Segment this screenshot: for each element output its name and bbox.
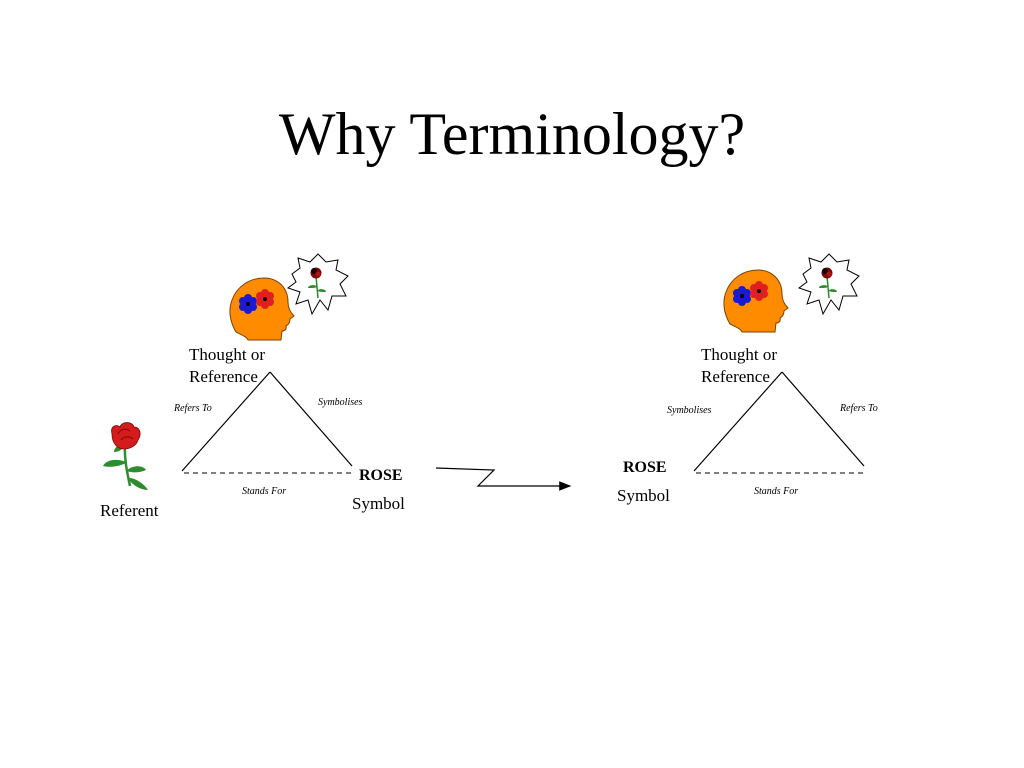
referent-caption: Referent bbox=[100, 501, 159, 520]
left-edge-label-symbolises: Symbolises bbox=[318, 397, 363, 408]
right-apex-label-line1: Thought or bbox=[701, 345, 778, 364]
slide-title: Why Terminology? bbox=[278, 101, 746, 167]
right-symbol-caption: Symbol bbox=[617, 486, 670, 505]
left-apex-label-line2: Reference bbox=[189, 367, 258, 386]
right-thought-bubble-icon bbox=[798, 253, 860, 315]
right-head-icon bbox=[723, 269, 789, 333]
left-apex-label-line1: Thought or bbox=[189, 345, 266, 364]
left-triangle-right-edge bbox=[269, 371, 353, 467]
right-triangle-left-edge bbox=[693, 371, 783, 472]
left-triangle-left-edge bbox=[181, 371, 271, 472]
right-edge-label-refers-to: Refers To bbox=[840, 403, 878, 414]
left-base-label-stands-for: Stands For bbox=[242, 486, 287, 497]
left-edge-label-refers-to: Refers To bbox=[174, 403, 212, 414]
left-thought-bubble-icon bbox=[287, 253, 349, 315]
right-triangle-right-edge bbox=[781, 371, 865, 467]
right-symbol-word: ROSE bbox=[623, 459, 667, 476]
zigzag-arrow bbox=[435, 467, 572, 491]
right-edge-label-symbolises: Symbolises bbox=[667, 405, 712, 416]
red-rose-icon bbox=[103, 422, 148, 490]
right-apex-label-line2: Reference bbox=[701, 367, 770, 386]
right-base-label-stands-for: Stands For bbox=[754, 486, 799, 497]
left-head-icon bbox=[229, 277, 295, 341]
left-symbol-word: ROSE bbox=[359, 467, 403, 484]
left-symbol-caption: Symbol bbox=[352, 494, 405, 513]
